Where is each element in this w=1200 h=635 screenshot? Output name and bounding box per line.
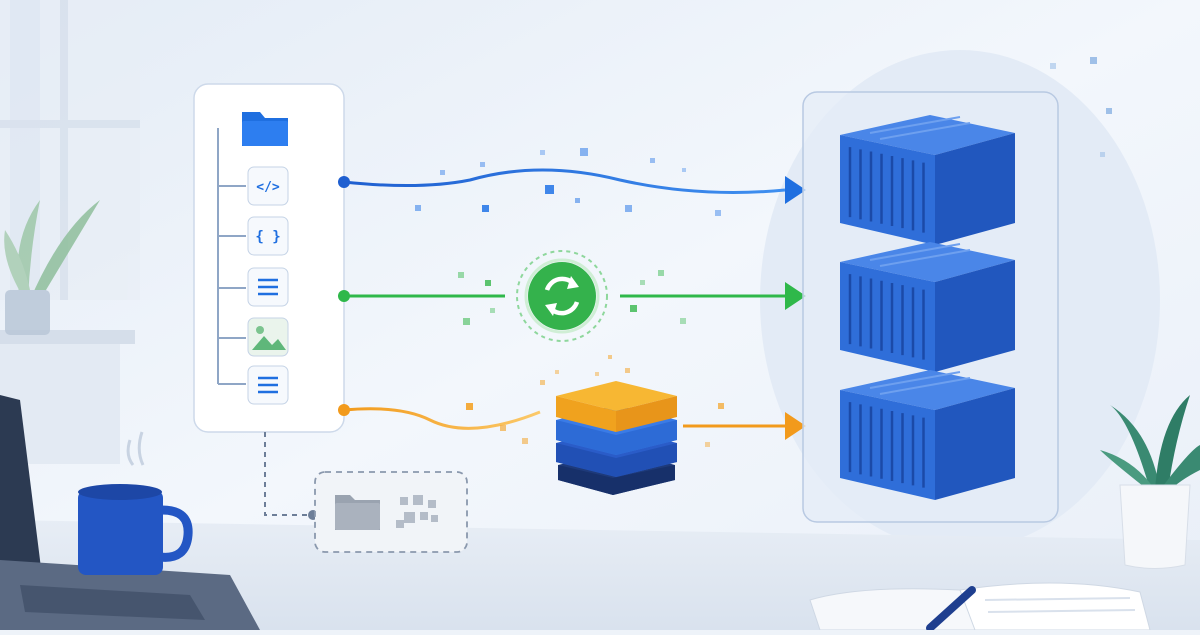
- data-particles: [415, 148, 721, 216]
- plant-left-icon: [4, 200, 100, 335]
- arrow-head: [785, 176, 806, 204]
- text-file-icon: [258, 376, 278, 394]
- coffee-mug-icon: [78, 431, 193, 575]
- arrow-head: [785, 282, 806, 310]
- data-particles: [458, 270, 686, 325]
- arrow-head: [785, 412, 806, 440]
- sync-flow: [338, 250, 806, 342]
- image-file-icon: [252, 326, 286, 350]
- json-file-icon: { }: [255, 229, 280, 245]
- file-item-document: [247, 365, 289, 405]
- excluded-group: [314, 471, 468, 553]
- file-item-code: </>: [247, 166, 289, 206]
- copy-flow: [338, 148, 806, 216]
- laptop-icon: [0, 395, 260, 630]
- file-item-json: { }: [247, 216, 289, 256]
- layers-stack-icon: [556, 381, 677, 495]
- pen-icon: [926, 586, 976, 632]
- compress-flow: [338, 355, 806, 495]
- shipping-container-icon: [840, 115, 1015, 245]
- source-panel: [193, 83, 345, 433]
- plant-right-icon: [1100, 395, 1200, 569]
- text-file-icon: [258, 278, 278, 296]
- decorative-dots: [1050, 57, 1112, 157]
- container-stack: [840, 115, 1015, 500]
- file-item-text: [247, 267, 289, 307]
- shipping-container-icon: [840, 370, 1015, 500]
- folder-icon: [335, 495, 380, 530]
- shipping-container-icon: [840, 242, 1015, 372]
- fragments-icon: [396, 495, 438, 528]
- source-folder-icon: [242, 112, 288, 146]
- file-item-image: [247, 317, 289, 357]
- sync-icon: [524, 258, 600, 334]
- data-particles: [466, 355, 724, 447]
- code-file-icon: </>: [256, 180, 280, 195]
